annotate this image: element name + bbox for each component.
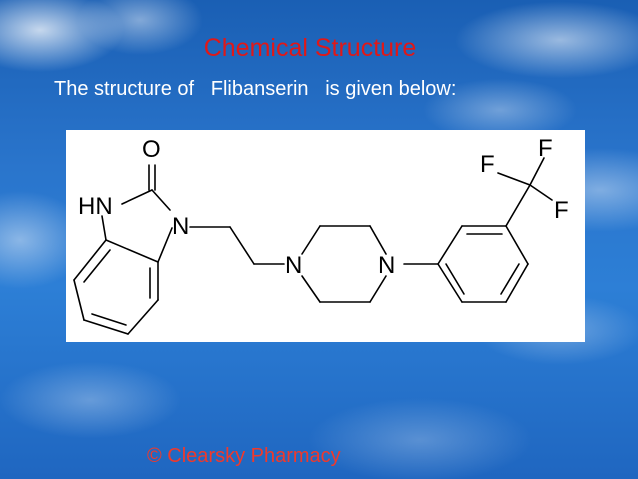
bond-c-f-right [529, 184, 553, 201]
bond-c-n [151, 189, 171, 211]
bond-ch2-ch2 [229, 226, 255, 265]
bond-c-f-left [497, 172, 531, 186]
atom-n-piperazine-left: N [285, 252, 302, 279]
atom-f-right: F [554, 197, 569, 224]
bond-benz-1 [105, 239, 159, 263]
bond-ph-1 [437, 225, 463, 265]
bond-c-nh [121, 189, 153, 205]
atom-f-top: F [538, 135, 553, 162]
bond-benz-2 [73, 239, 107, 281]
bond-ph-inner-2 [500, 263, 520, 295]
bond-benz-inner-1 [83, 249, 111, 283]
bond-benz-4 [83, 319, 129, 335]
bond-benz-5 [127, 299, 159, 335]
bond-n-c [157, 227, 173, 263]
bond-pip-1 [301, 225, 321, 255]
bond-ph-6 [437, 263, 463, 303]
atom-oxygen: O [142, 136, 161, 163]
bond-benz-inner-2 [91, 313, 127, 326]
slide-subtitle: The structure of Flibanserin is given be… [54, 78, 457, 100]
atom-n-ring: N [172, 213, 189, 240]
bond-c-f-top [529, 157, 545, 186]
atom-n-piperazine-right: N [378, 252, 395, 279]
bond-pip-6 [301, 275, 321, 303]
bond-benz-3 [73, 279, 85, 321]
bond-nh-c [101, 215, 107, 241]
copyright-footer: © Clearsky Pharmacy [147, 445, 341, 467]
bond-pip-3 [369, 225, 387, 255]
atom-nh: HN [78, 193, 113, 220]
bond-ph-4 [505, 263, 529, 303]
bond-ph-cf3 [505, 184, 531, 227]
bond-ph-inner-3 [445, 263, 465, 295]
atom-f-left: F [480, 151, 495, 178]
bond-ph-3 [505, 225, 529, 265]
chemical-structure-image: O HN N N N F F F [66, 130, 585, 342]
flibanserin-structure: O HN N N N F F F [73, 135, 569, 335]
bond-pip-4 [369, 275, 387, 303]
slide-title: Chemical Structure [203, 34, 417, 62]
